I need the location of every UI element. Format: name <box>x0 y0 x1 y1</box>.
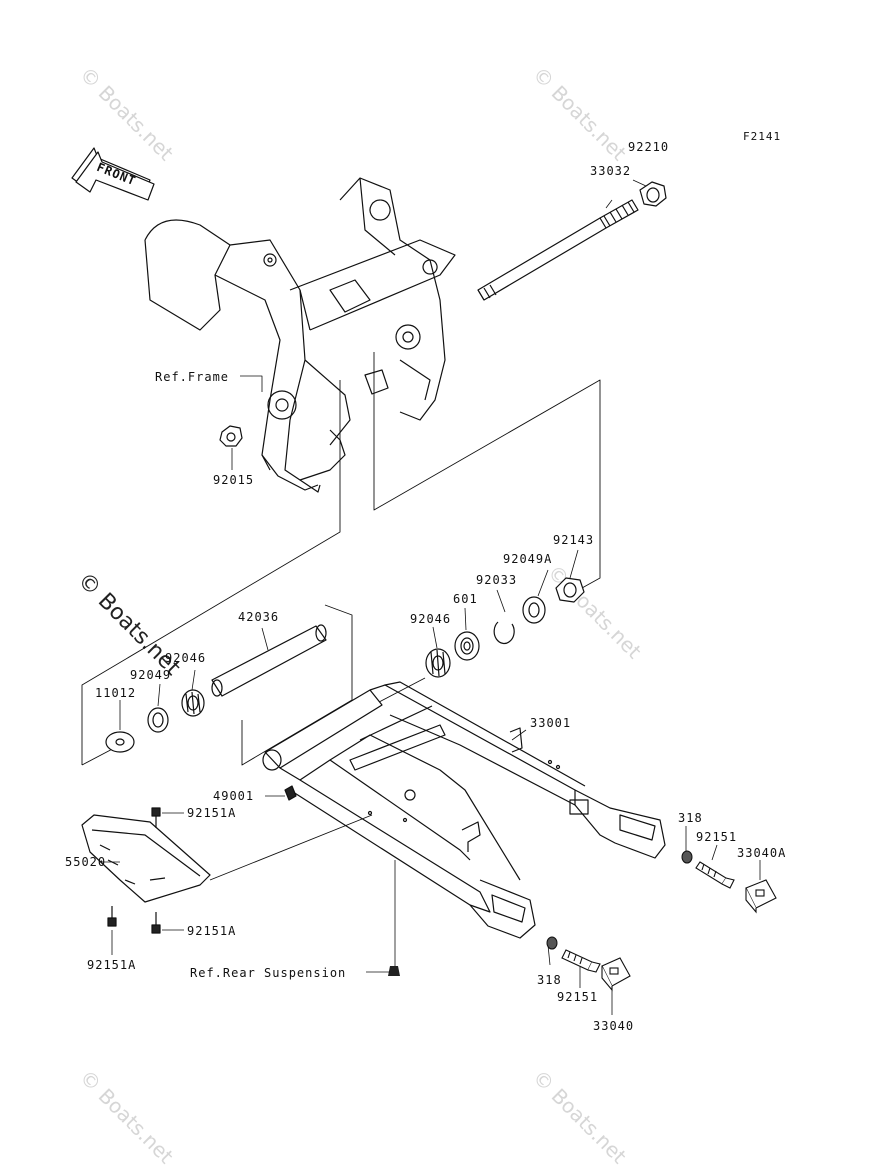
label-92015: 92015 <box>213 473 255 487</box>
label-33040: 33040 <box>593 1019 635 1033</box>
seal-92049-left <box>147 707 169 733</box>
label-92151-bottom: 92151 <box>557 990 599 1004</box>
diagram-code: F2141 <box>743 130 782 143</box>
circlip-92033 <box>493 621 515 644</box>
label-92143: 92143 <box>553 533 595 547</box>
adjuster-33040 <box>601 957 631 992</box>
ball-bearing-601 <box>454 631 480 661</box>
grease-fitting-49001 <box>284 785 297 801</box>
label-92049: 92049 <box>130 668 172 682</box>
label-92210: 92210 <box>628 140 670 154</box>
label-92151-right: 92151 <box>696 830 738 844</box>
nut-92015-icon <box>219 425 243 447</box>
frame-drawing <box>144 177 456 493</box>
label-42036: 42036 <box>238 610 280 624</box>
ref-rear-suspension-bolt-icon <box>388 966 400 976</box>
chain-guard-55020 <box>81 814 211 903</box>
swingarm-33001 <box>262 681 666 939</box>
collar-92143 <box>555 577 585 603</box>
label-ref-frame: Ref.Frame <box>155 370 230 384</box>
label-11012: 11012 <box>95 686 137 700</box>
label-318-bottom: 318 <box>537 973 562 987</box>
label-ref-rear-suspension: Ref.Rear Suspension <box>190 966 347 980</box>
label-92046-left: 92046 <box>165 651 207 665</box>
nut-92210-icon <box>639 181 667 207</box>
bolt-92151A-mid-icon <box>151 912 161 934</box>
bearing-92046-right <box>425 648 451 678</box>
label-33001: 33001 <box>530 716 572 730</box>
cap-11012 <box>105 731 135 753</box>
bearing-92046-left <box>181 689 205 717</box>
label-49001: 49001 <box>213 789 255 803</box>
adjuster-33040A <box>745 879 777 914</box>
label-92033: 92033 <box>476 573 518 587</box>
bolt-92151-right <box>695 861 735 889</box>
label-601: 601 <box>453 592 478 606</box>
front-arrow-icon <box>71 147 155 201</box>
bolt-92151-bottom <box>561 949 601 973</box>
label-33032: 33032 <box>590 164 632 178</box>
seal-92049A <box>522 596 546 624</box>
label-92151A-left: 92151A <box>87 958 137 972</box>
label-318-right: 318 <box>678 811 703 825</box>
label-33040A: 33040A <box>737 846 787 860</box>
washer-318-bottom-icon <box>546 936 558 950</box>
bolt-92151A-top-icon <box>151 807 161 828</box>
pivot-shaft-33032 <box>477 199 639 301</box>
sleeve-42036 <box>211 624 327 697</box>
label-92049A: 92049A <box>503 552 553 566</box>
label-92151A-mid: 92151A <box>187 924 237 938</box>
label-92046-right: 92046 <box>410 612 452 626</box>
washer-318-right-icon <box>681 850 693 864</box>
label-92151A-top: 92151A <box>187 806 237 820</box>
label-55020: 55020 <box>65 855 107 869</box>
bolt-92151A-left-icon <box>107 906 117 927</box>
